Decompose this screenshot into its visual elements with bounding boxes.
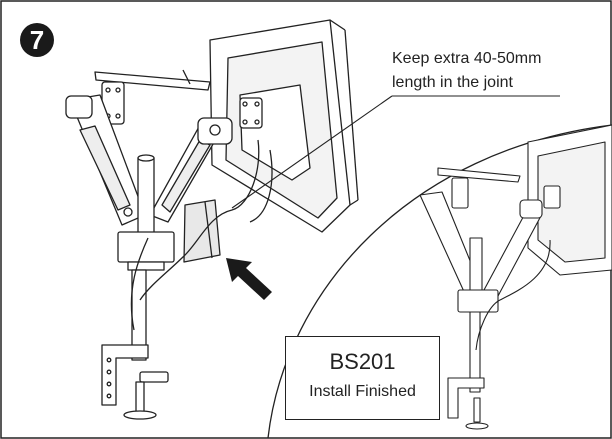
main-assembly-illustration [65,19,359,420]
right-gas-arm [149,117,233,223]
callout-line-2: length in the joint [392,74,513,91]
step-number-badge: 7 [20,23,54,57]
left-gas-arm [65,94,146,226]
install-status: Install Finished [309,383,416,400]
center-pole [117,154,175,271]
direction-arrow [226,258,272,300]
callout-line-1: Keep extra 40-50mm [392,50,542,67]
right-monitor-rear [209,19,359,233]
callout-text: Keep extra 40-50mm length in the joint [392,47,541,95]
callout-leader [231,95,560,209]
model-code: BS201 [329,349,396,374]
cables [130,139,273,331]
desk-clamp [101,269,169,420]
left-monitor-bracket [94,69,211,125]
cable-channel [183,199,221,263]
model-info-box: BS201 Install Finished [285,336,440,420]
finished-assembly-illustration [419,124,612,430]
